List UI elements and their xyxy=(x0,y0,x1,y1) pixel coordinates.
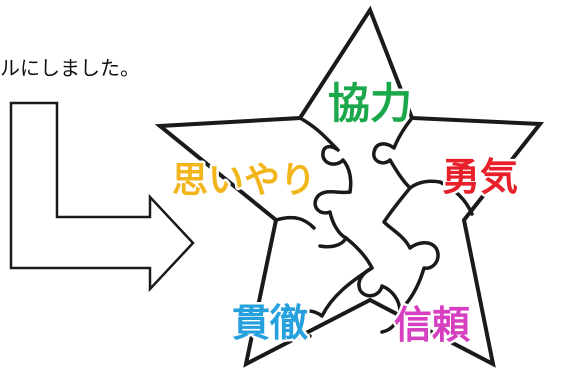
word-left: 思いやり xyxy=(172,160,316,201)
word-right: 勇気 xyxy=(442,155,518,199)
word-bottom-right: 信頼 xyxy=(394,303,471,347)
word-top: 協力 xyxy=(328,79,412,128)
word-bottom-left: 貫徹 xyxy=(232,301,309,345)
puzzle-seams xyxy=(274,116,474,338)
l-arrow-icon xyxy=(9,101,195,293)
caption-text: ルにしました。 xyxy=(0,56,140,80)
